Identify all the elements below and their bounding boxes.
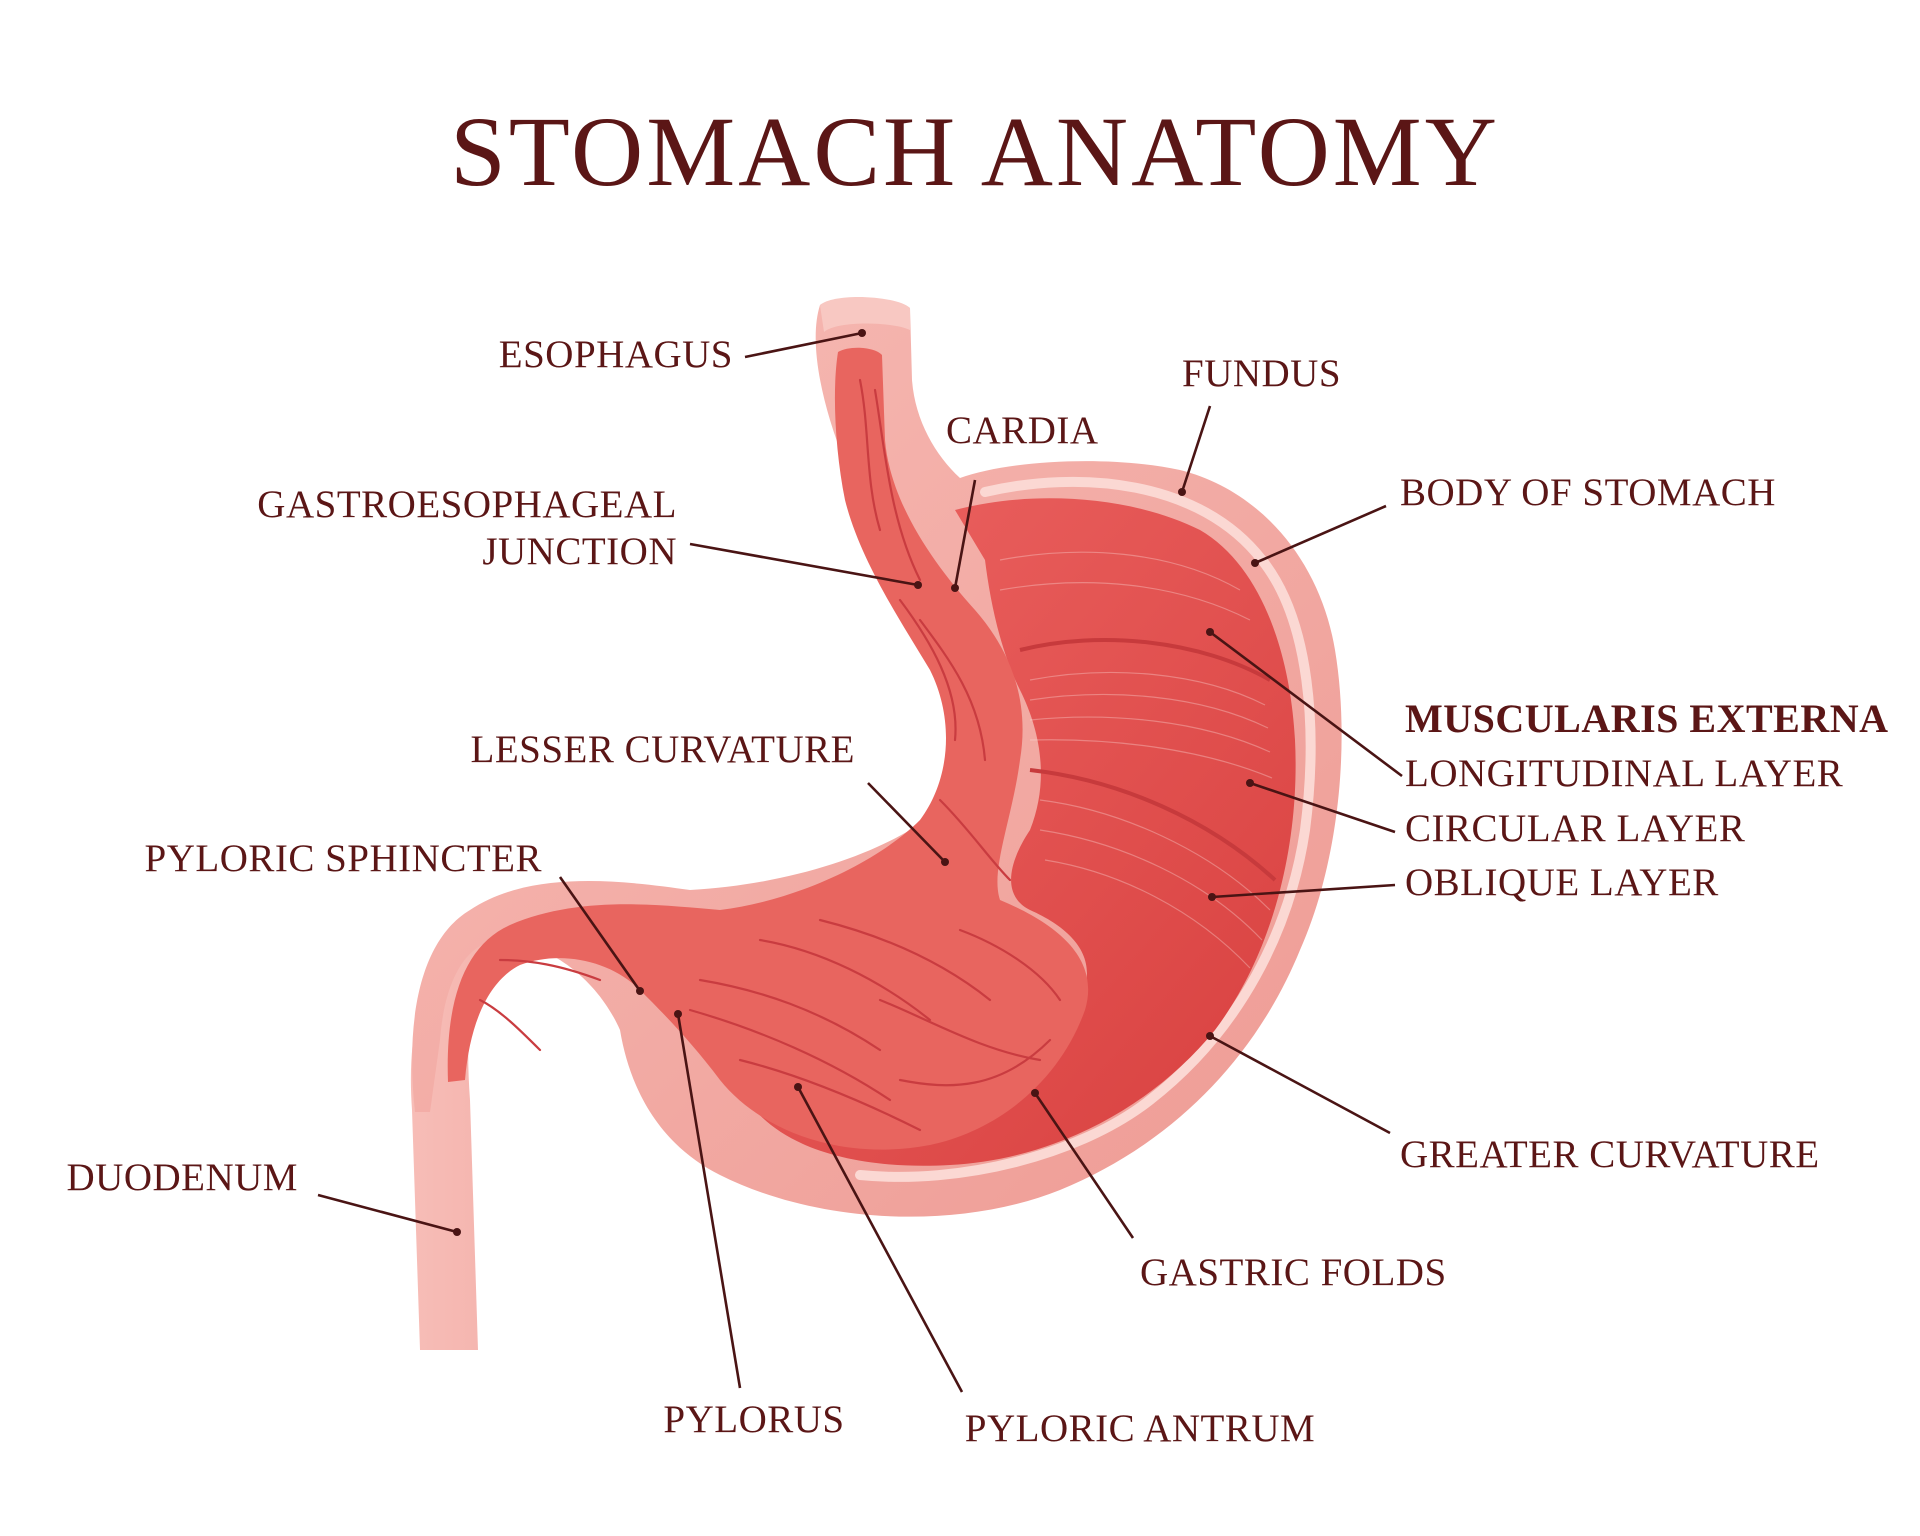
mucosa-lining [447,347,1089,1150]
dot-esophagus [858,329,866,337]
muscle-fibers [999,551,1273,969]
label-ge-junction-line2: JUNCTION [482,530,677,573]
dot-pylorus [674,1010,682,1018]
label-cardia: CARDIA [946,409,1099,452]
dot-longitudinal [1206,628,1214,636]
dot-circular [1246,779,1254,787]
leader-pylorus [676,1013,742,1389]
muscularis-region [720,498,1296,1166]
dot-cardia [951,584,959,592]
page-title: STOMACH ANATOMY [450,96,1500,207]
label-fundus: FUNDUS [1182,352,1341,395]
leader-ge-junction [689,542,919,587]
leader-greater-curvature [1209,1034,1391,1135]
leader-lines [317,331,1403,1393]
label-longitudinal-layer: LONGITUDINAL LAYER [1405,752,1843,795]
label-pyloric-sphincter: PYLORIC SPHINCTER [145,837,542,880]
dot-pyloric-antrum [794,1083,802,1091]
labels: ESOPHAGUS FUNDUS CARDIA BODY OF STOMACH … [67,333,1889,1450]
outer-rim-highlight [855,476,1316,1182]
label-esophagus: ESOPHAGUS [499,333,733,376]
label-circular-layer: CIRCULAR LAYER [1405,807,1745,850]
label-pylorus: PYLORUS [663,1398,844,1441]
dot-ge-junction [914,581,922,589]
esophagus-tube [820,296,910,332]
leader-duodenum [317,1193,458,1234]
leader-longitudinal [1209,630,1403,778]
gastric-fold-lines [478,378,1062,1132]
dot-lesser-curvature [941,858,949,866]
leader-lesser-curvature [867,782,946,863]
duodenum-tube [410,903,700,1350]
label-muscularis-externa: MUSCULARIS EXTERNA [1405,696,1889,741]
dot-duodenum [453,1228,461,1236]
leader-dots [453,329,1259,1236]
label-lesser-curvature: LESSER CURVATURE [471,728,855,771]
label-ge-junction-line1: GASTROESOPHAGEAL [257,483,677,526]
dot-body [1251,559,1259,567]
leader-fundus [1180,405,1212,493]
longitudinal-band [1019,638,1271,682]
circular-band [1029,768,1277,882]
leader-circular [1249,781,1396,834]
dot-fundus [1178,488,1186,496]
stomach-illustration [410,296,1342,1350]
label-pyloric-antrum: PYLORIC ANTRUM [965,1407,1315,1450]
label-greater-curvature: GREATER CURVATURE [1400,1133,1820,1176]
leader-esophagus [744,331,863,359]
leader-body [1254,504,1387,565]
dot-oblique [1208,893,1216,901]
leader-gastric-folds [1033,1092,1135,1239]
leader-pyloric-sphincter [558,876,642,992]
leader-pyloric-antrum [796,1086,964,1393]
dot-gastric-folds [1031,1089,1039,1097]
leader-cardia [953,479,977,589]
label-body-of-stomach: BODY OF STOMACH [1400,471,1776,514]
dot-pyloric-sphincter [636,987,644,995]
label-gastric-folds: GASTRIC FOLDS [1140,1251,1447,1294]
label-duodenum: DUODENUM [67,1156,299,1199]
label-oblique-layer: OBLIQUE LAYER [1405,861,1719,904]
leader-oblique [1211,883,1396,899]
dot-greater-curvature [1206,1032,1214,1040]
